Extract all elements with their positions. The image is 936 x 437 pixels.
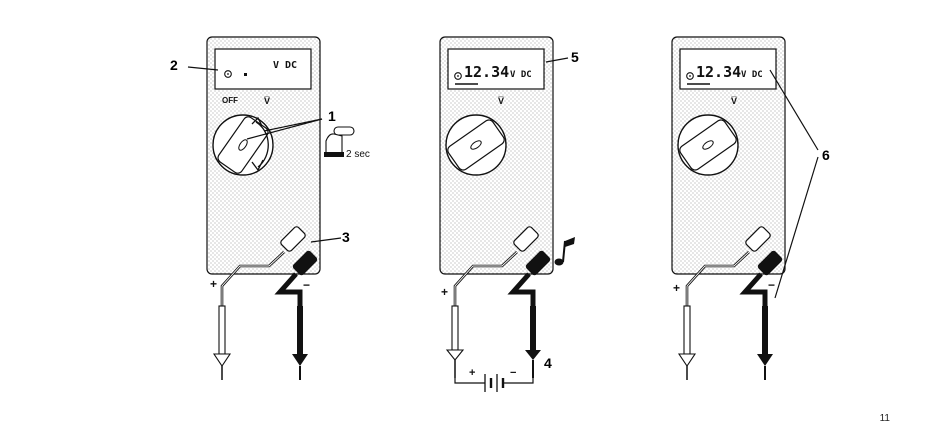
hold-duration-label: 2 sec [346, 149, 370, 160]
red-test-probe [679, 306, 695, 380]
dcv-symbol: V̅ [498, 96, 504, 106]
meter-2: 12.34 V DC V̅ 5 + [440, 37, 579, 392]
black-test-probe [525, 306, 541, 378]
rotary-switch[interactable] [213, 115, 273, 175]
rotary-switch[interactable] [446, 115, 506, 175]
off-label: OFF [222, 96, 238, 105]
callout-5: 5 [571, 49, 579, 65]
meter-1: V DC OFF V̅ 1 2 sec 2 [170, 37, 370, 380]
rotary-switch[interactable] [678, 115, 738, 175]
lcd-segment [244, 73, 247, 76]
callout-4: 4 [544, 355, 552, 371]
minus-sign: − [303, 278, 310, 292]
black-test-probe [292, 306, 308, 380]
callout-6: 6 [822, 147, 830, 163]
display-reading: 12.34 [464, 63, 509, 81]
black-test-probe [757, 306, 773, 380]
meter-3: 12.34 V DC V̅ 6 + − [672, 37, 830, 380]
callout-2: 2 [170, 57, 178, 73]
display-unit: V DC [741, 70, 763, 80]
plus-sign: + [210, 277, 217, 291]
dcv-symbol: V̅ [264, 96, 270, 106]
plus-sign: + [673, 281, 680, 295]
minus-sign: − [768, 278, 775, 292]
display-unit: V DC [273, 60, 297, 71]
red-test-probe [447, 306, 463, 378]
battery-plus: + [469, 367, 475, 379]
callout-1: 1 [328, 108, 336, 124]
dcv-symbol: V̅ [731, 96, 737, 106]
page-number: 11 [880, 413, 890, 424]
battery-icon [455, 374, 533, 392]
display-unit: V DC [510, 70, 532, 80]
red-test-probe [214, 306, 230, 380]
battery-minus: − [510, 367, 516, 379]
plus-sign: + [441, 285, 448, 299]
callout-3: 3 [342, 229, 350, 245]
display-reading: 12.34 [696, 63, 741, 81]
music-note-icon [555, 237, 576, 266]
